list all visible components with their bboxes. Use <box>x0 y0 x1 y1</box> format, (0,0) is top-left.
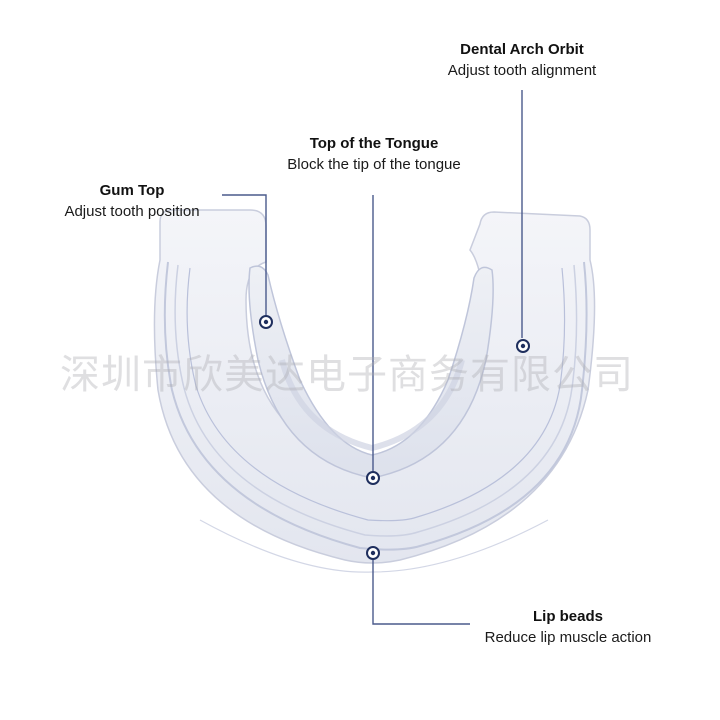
callout-dental-arch-orbit: Dental Arch Orbit Adjust tooth alignment <box>412 39 632 81</box>
callout-description: Adjust tooth alignment <box>447 62 597 79</box>
marker-top-of-tongue <box>366 471 380 485</box>
callout-top-of-tongue: Top of the Tongue Block the tip of the t… <box>254 133 494 175</box>
marker-gum-top <box>259 315 273 329</box>
callout-title: Gum Top <box>99 182 165 199</box>
callout-title: Top of the Tongue <box>309 135 439 152</box>
callout-title: Lip beads <box>532 608 603 625</box>
callout-description: Block the tip of the tongue <box>287 156 461 173</box>
callout-title: Dental Arch Orbit <box>460 41 584 58</box>
tray-inner-channel <box>248 265 494 479</box>
callout-description: Reduce lip muscle action <box>484 629 652 646</box>
leader-lines <box>222 90 523 625</box>
tray-outer <box>153 209 596 573</box>
marker-lip-beads <box>366 546 380 560</box>
callout-lip-beads: Lip beads Reduce lip muscle action <box>462 606 674 648</box>
leader-line-gum-top <box>222 194 267 316</box>
marker-dental-arch-orbit <box>516 339 530 353</box>
leader-line-lip-beads <box>372 560 470 625</box>
callout-gum-top: Gum Top Adjust tooth position <box>34 180 230 222</box>
callout-description: Adjust tooth position <box>64 203 200 220</box>
